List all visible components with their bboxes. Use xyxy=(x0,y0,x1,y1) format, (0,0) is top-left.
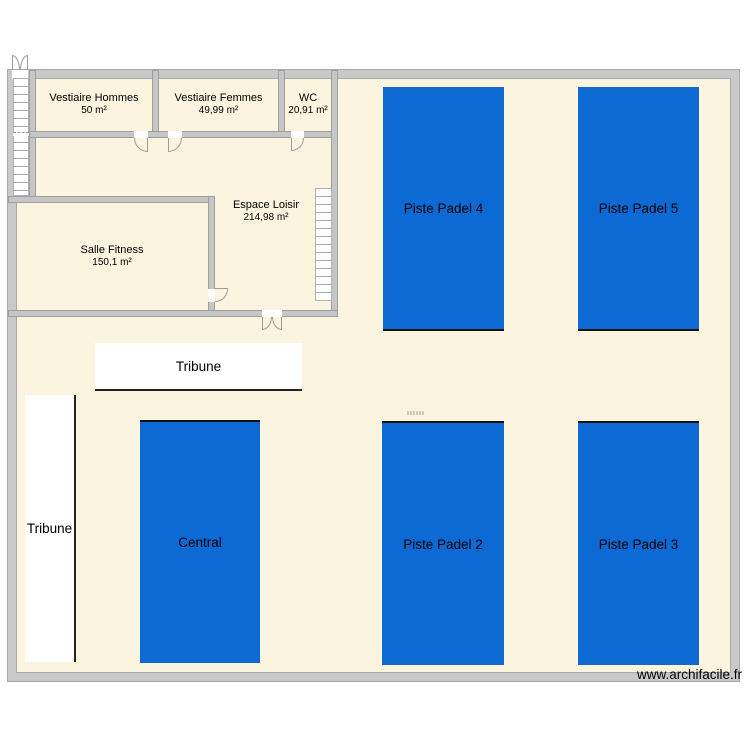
door-opening-fitness xyxy=(208,289,215,302)
stairs-right[interactable] xyxy=(315,188,332,301)
double-door-espace-right-leaf xyxy=(281,317,282,330)
room-salle-fitness-label: Salle Fitness xyxy=(80,244,144,256)
court-piste-padel-4-label: Piste Padel 4 xyxy=(403,200,484,216)
court-piste-padel-3[interactable]: Piste Padel 3 xyxy=(578,421,699,665)
door-leaf-femmes xyxy=(168,138,169,152)
room-vestiaire-femmes[interactable]: Vestiaire Femmes 49,99 m² xyxy=(159,78,278,131)
court-piste-padel-2[interactable]: Piste Padel 2 xyxy=(382,421,504,665)
room-vestiaire-femmes-label: Vestiaire Femmes xyxy=(174,92,263,104)
double-door-entrance-left-arc[interactable] xyxy=(12,55,20,70)
court-piste-padel-3-label: Piste Padel 3 xyxy=(598,536,679,552)
double-door-entrance-left-leaf xyxy=(12,55,13,70)
tribune-left[interactable]: Tribune xyxy=(25,395,76,662)
door-opening-espace-double xyxy=(262,310,282,317)
court-central[interactable]: Central xyxy=(140,420,260,663)
door-opening-wc xyxy=(291,131,304,138)
court-piste-padel-4[interactable]: Piste Padel 4 xyxy=(383,87,504,331)
court-piste-padel-5[interactable]: Piste Padel 5 xyxy=(578,87,699,331)
door-leaf-wc xyxy=(291,138,292,151)
tribune-top-label: Tribune xyxy=(175,358,222,374)
stairs-left[interactable] xyxy=(13,78,29,196)
wall-block-right xyxy=(331,70,338,317)
door-leaf-fitness xyxy=(215,288,228,289)
door-leaf-hommes xyxy=(147,138,148,152)
wall-block-bottom xyxy=(8,310,338,317)
room-vestiaire-hommes[interactable]: Vestiaire Hommes 50 m² xyxy=(36,78,152,131)
room-vestiaire-femmes-area: 49,99 m² xyxy=(198,105,239,116)
room-salle-fitness[interactable]: Salle Fitness 150,1 m² xyxy=(16,203,208,310)
room-vestiaire-hommes-label: Vestiaire Hommes xyxy=(49,92,139,104)
room-espace-loisir-labels: Espace Loisir 214,98 m² xyxy=(196,199,336,224)
room-espace-loisir-area: 214,98 m² xyxy=(243,212,289,223)
tribune-top[interactable]: Tribune xyxy=(95,343,302,391)
wall-divider-femmes-wc xyxy=(278,70,285,138)
double-door-entrance-right-leaf xyxy=(27,55,28,70)
watermark-text: www.archifacile.fr xyxy=(636,667,742,682)
room-vestiaire-hommes-area: 50 m² xyxy=(81,105,107,116)
double-door-entrance-right-arc[interactable] xyxy=(20,55,28,70)
room-wc-label: WC xyxy=(298,92,318,104)
room-wc[interactable]: WC 20,91 m² xyxy=(285,78,331,131)
stairs-break-line xyxy=(13,132,29,136)
court-piste-padel-2-label: Piste Padel 2 xyxy=(403,536,483,552)
tribune-left-label: Tribune xyxy=(26,521,73,536)
court-central-label: Central xyxy=(178,535,222,550)
door-opening-hommes xyxy=(134,131,148,138)
room-salle-fitness-area: 150,1 m² xyxy=(92,257,132,268)
tiny-dimension-mark xyxy=(407,411,425,415)
room-wc-area: 20,91 m² xyxy=(288,105,328,116)
wall-divider-hommes-femmes xyxy=(152,70,159,138)
court-piste-padel-5-label: Piste Padel 5 xyxy=(598,200,679,216)
door-opening-entrance-top xyxy=(12,70,28,79)
door-opening-femmes xyxy=(168,131,182,138)
outer-wall xyxy=(8,70,739,681)
double-door-espace-left-leaf xyxy=(262,317,263,330)
room-espace-loisir-label: Espace Loisir xyxy=(232,199,300,211)
